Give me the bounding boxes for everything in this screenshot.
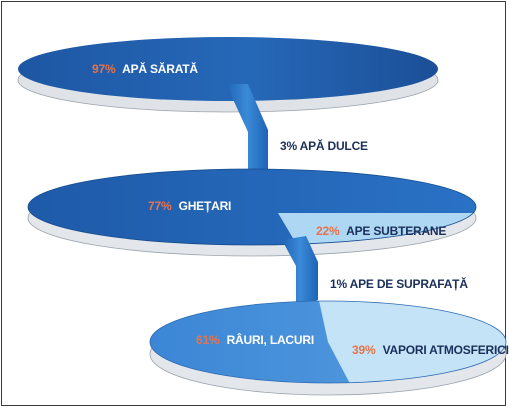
label-surface-water: 1% APE DE SUPRAFAȚĂ <box>330 276 468 291</box>
label-rivers-lakes-text: RÂURI, LACURI <box>227 332 314 347</box>
label-salt-water-text: APĂ SĂRATĂ <box>122 61 198 76</box>
disc-bottom-rim <box>149 300 507 384</box>
disc-middle-rim <box>27 168 477 246</box>
label-salt-water: 97% APĂ SĂRATĂ <box>92 61 198 76</box>
label-groundwater-percent: 22% <box>316 224 340 238</box>
label-fresh-water: 3% APĂ DULCE <box>280 138 368 153</box>
label-salt-water-percent: 97% <box>92 62 116 76</box>
disc-bottom <box>149 300 507 396</box>
flow-fresh-water-stream <box>226 84 268 176</box>
label-rivers-lakes: 61% RÂURI, LACURI <box>196 332 314 347</box>
label-groundwater: 22% APE SUBTERANE <box>316 224 446 238</box>
label-rivers-lakes-percent: 61% <box>196 333 220 347</box>
disc-top <box>17 37 439 113</box>
disc-top-face <box>18 37 438 101</box>
disc-middle <box>27 168 477 257</box>
label-glaciers: 77% GHEȚARI <box>148 199 231 213</box>
flow-surface-water-stream <box>282 236 318 308</box>
label-atmospheric-vapor: 39% VAPORI ATMOSFERICI <box>352 343 509 357</box>
label-groundwater-text: APE SUBTERANE <box>346 224 446 238</box>
label-glaciers-percent: 77% <box>148 199 172 213</box>
label-atmospheric-vapor-percent: 39% <box>352 343 376 357</box>
label-atmospheric-vapor-text: VAPORI ATMOSFERICI <box>383 343 509 357</box>
label-glaciers-text: GHEȚARI <box>179 199 232 213</box>
